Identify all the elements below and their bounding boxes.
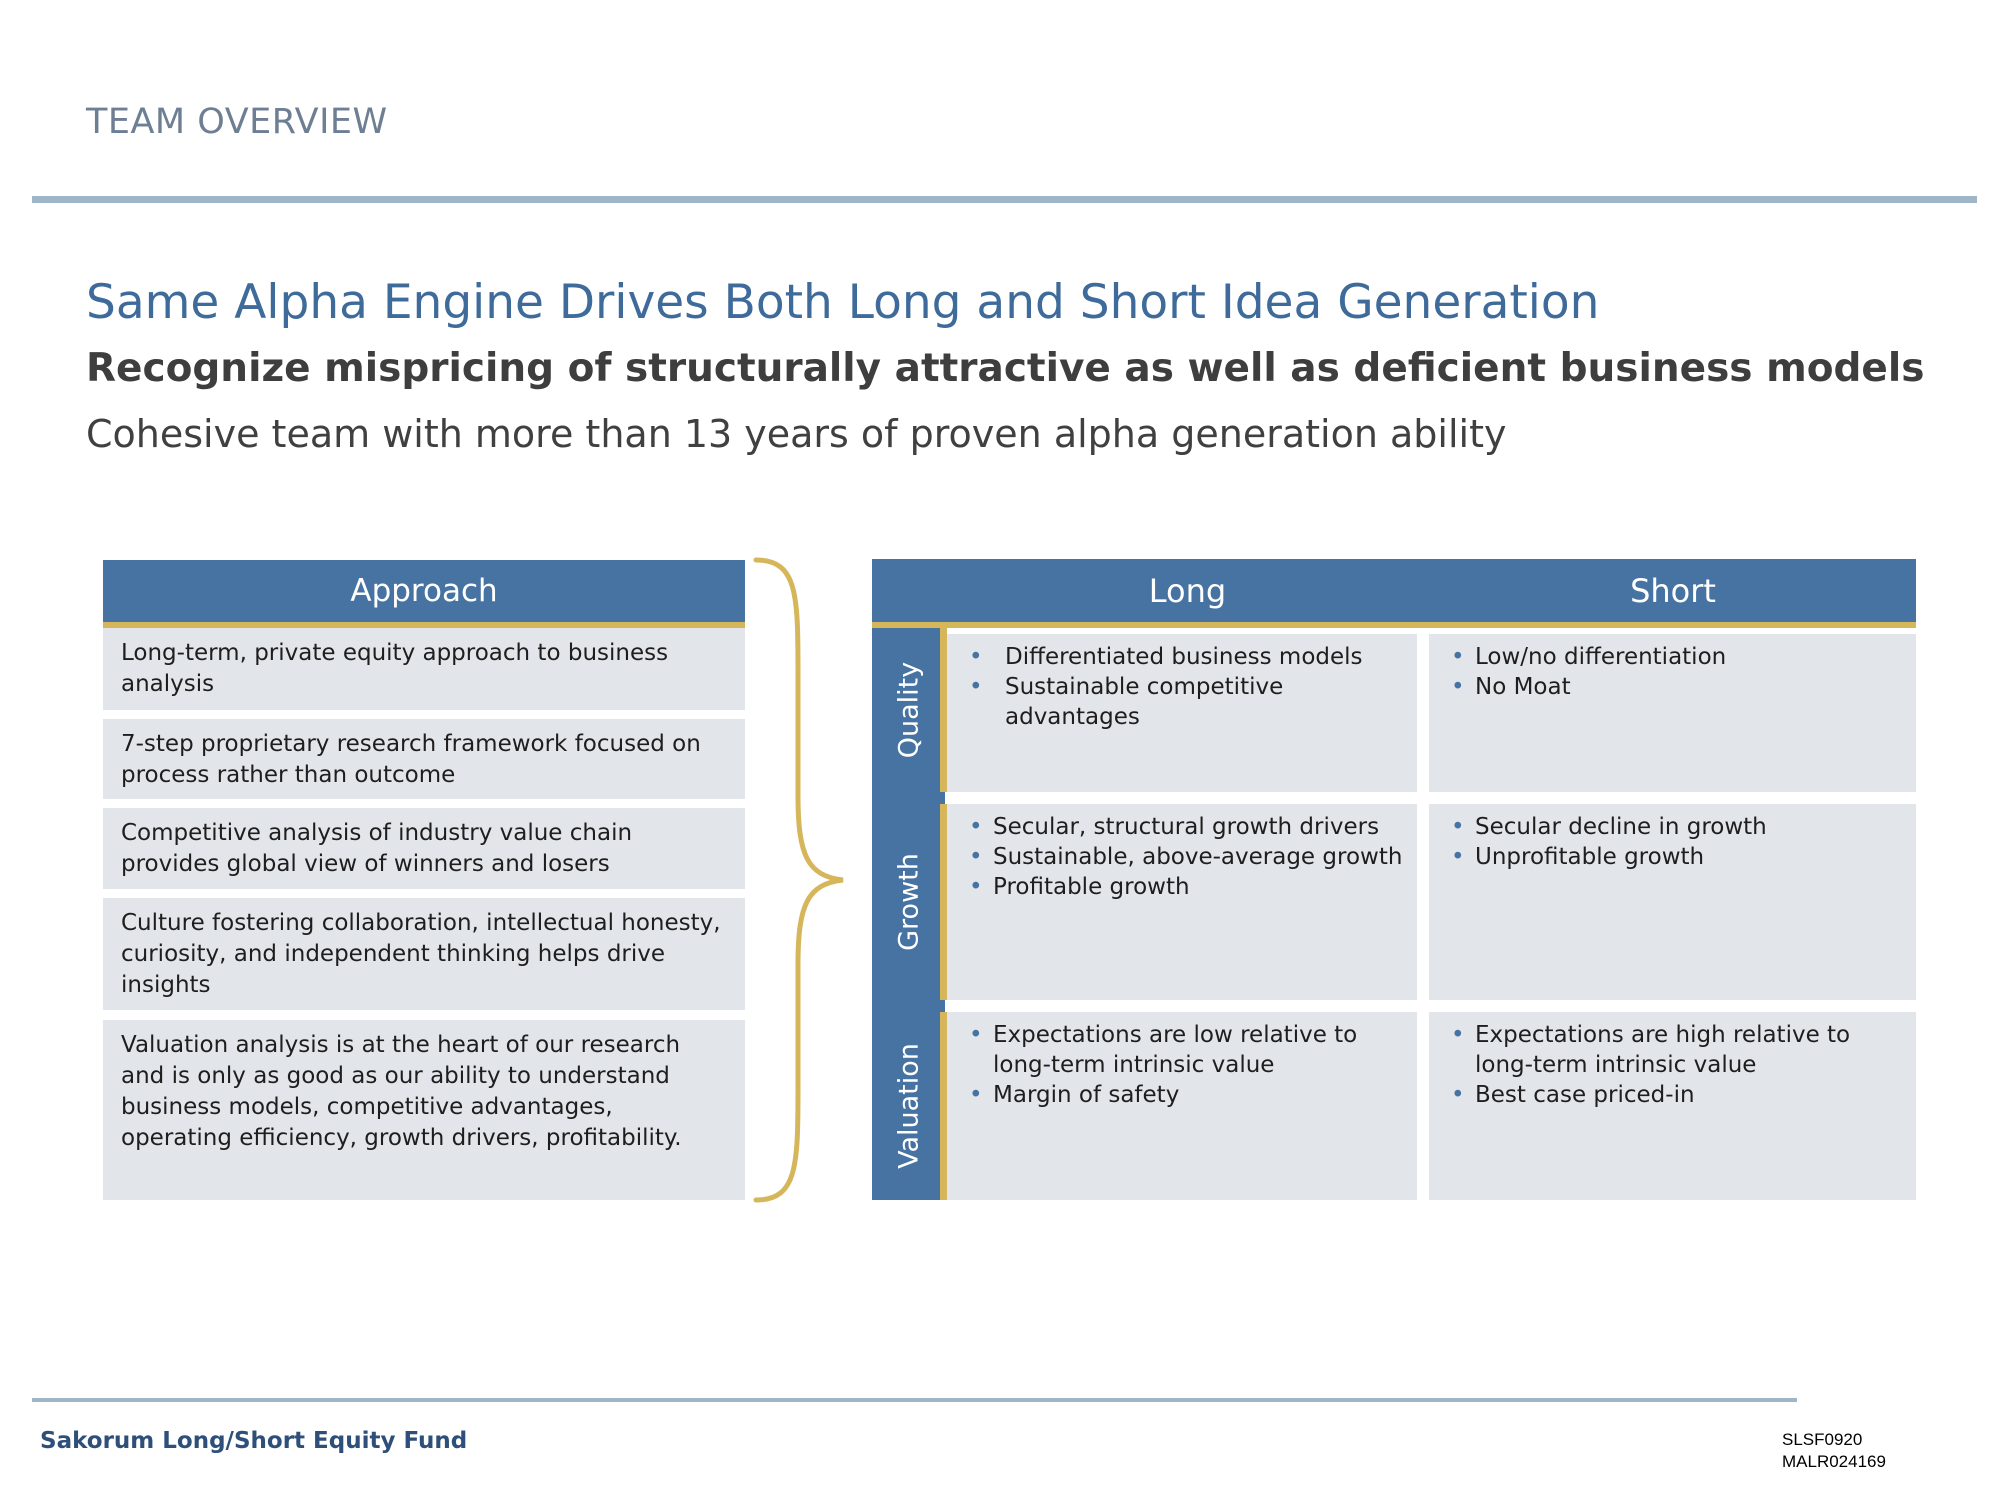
bullet-item: Secular decline in growth	[1445, 812, 1904, 842]
row-gold-divider	[940, 628, 947, 792]
approach-item-3: Competitive analysis of industry value c…	[103, 808, 745, 889]
bullet-item: Profitable growth	[963, 872, 1405, 902]
row-label-valuation: Valuation	[872, 1012, 945, 1200]
row-label-text: Valuation	[893, 1043, 924, 1169]
approach-item-1: Long-term, private equity approach to bu…	[103, 628, 745, 710]
bullet-item: Differentiated business models	[963, 642, 1405, 672]
document-code: SLSF0920	[1782, 1430, 1863, 1449]
cell-growth-short: Secular decline in growth Unprofitable g…	[1429, 804, 1916, 1000]
bullet-item: Secular, structural growth drivers	[963, 812, 1405, 842]
row-label-band	[872, 628, 945, 1200]
footer-divider	[32, 1398, 1797, 1402]
bullet-item: Expectations are low relative to long-te…	[963, 1020, 1405, 1080]
cell-quality-long: Differentiated business models Sustainab…	[947, 634, 1417, 792]
bullet-item: No Moat	[1445, 672, 1904, 702]
cell-valuation-long: Expectations are low relative to long-te…	[947, 1012, 1417, 1200]
cell-valuation-short: Expectations are high relative to long-t…	[1429, 1012, 1916, 1200]
bullet-item: Low/no differentiation	[1445, 642, 1904, 672]
bullet-item: Margin of safety	[963, 1080, 1405, 1110]
cell-growth-long: Secular, structural growth drivers Susta…	[947, 804, 1417, 1000]
compliance-code: MALR024169	[1782, 1452, 1886, 1471]
row-gold-divider	[940, 804, 947, 1000]
bullet-item: Sustainable, above-average growth	[963, 842, 1405, 872]
matrix-header-bar	[872, 559, 1916, 628]
header-divider	[32, 196, 1977, 203]
curly-brace-connector	[753, 557, 844, 1203]
column-header-long: Long	[1148, 571, 1227, 610]
approach-item-5: Valuation analysis is at the heart of ou…	[103, 1020, 745, 1200]
section-label: TEAM OVERVIEW	[86, 102, 388, 142]
row-label-text: Growth	[893, 853, 924, 951]
fund-name: Sakorum Long/Short Equity Fund	[40, 1428, 468, 1454]
slide-title: Same Alpha Engine Drives Both Long and S…	[86, 275, 1600, 330]
row-label-quality: Quality	[872, 628, 945, 792]
approach-item-4: Culture fostering collaboration, intelle…	[103, 898, 745, 1010]
bullet-item: Best case priced-in	[1445, 1080, 1904, 1110]
slide-subtitle: Recognize mispricing of structurally att…	[86, 346, 1925, 391]
bullet-item: Sustainable competitive advantages	[963, 672, 1405, 732]
row-gold-divider	[940, 1012, 947, 1200]
approach-item-2: 7-step proprietary research framework fo…	[103, 719, 745, 799]
row-label-text: Quality	[893, 661, 924, 759]
approach-header: Approach	[103, 560, 745, 628]
row-label-growth: Growth	[872, 804, 945, 1000]
cell-quality-short: Low/no differentiation No Moat	[1429, 634, 1916, 792]
column-header-short: Short	[1630, 571, 1716, 610]
bullet-item: Expectations are high relative to long-t…	[1445, 1020, 1904, 1080]
slide-tagline: Cohesive team with more than 13 years of…	[86, 412, 1507, 456]
bullet-item: Unprofitable growth	[1445, 842, 1904, 872]
